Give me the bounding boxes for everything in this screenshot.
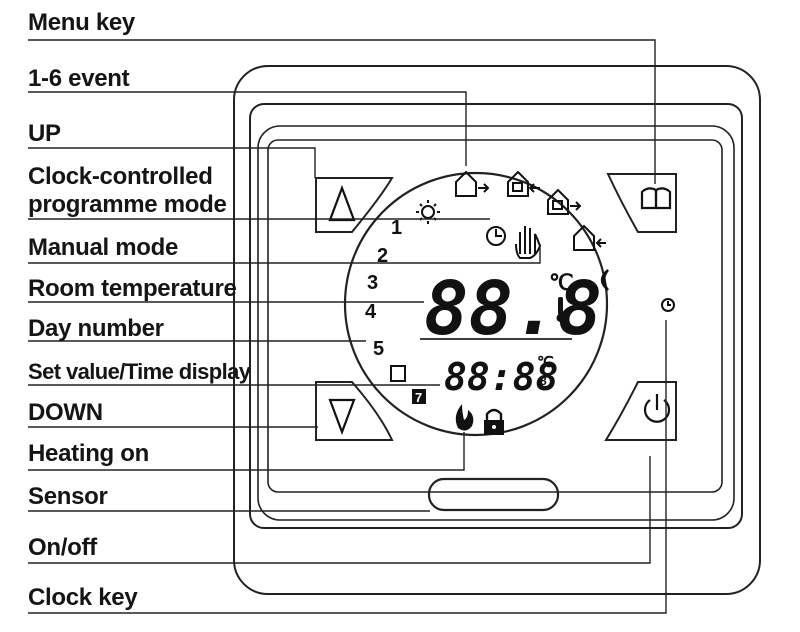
day-number-1: 1 (391, 217, 402, 239)
thermometer-icon (556, 297, 565, 322)
down-button[interactable] (315, 381, 394, 441)
clock-key-icon (661, 298, 675, 312)
day-7-box (412, 389, 426, 404)
unit-sub-glyph: 8 (540, 374, 547, 388)
day-number-6: 6 (394, 368, 401, 383)
room-temperature-digits: 88.8 (424, 266, 602, 352)
flame-icon (455, 404, 474, 431)
power-button[interactable] (604, 381, 677, 441)
unit-celsius-main: ℃ (549, 270, 574, 295)
label-manual-mode: Manual mode (28, 234, 179, 261)
hand-icon (515, 226, 542, 259)
menu-button[interactable] (606, 173, 677, 233)
round-display (343, 171, 609, 437)
up-triangle-icon (328, 184, 356, 222)
sun-icon (416, 200, 440, 224)
clock-icon (486, 226, 506, 246)
set-value-digits: 88:88 (444, 355, 558, 399)
event-home-leave-icon (507, 170, 540, 197)
label-event: 1-6 event (28, 65, 130, 92)
day-number-5: 5 (373, 338, 384, 360)
screen-bezel (267, 139, 723, 493)
label-clock-controlled-2: programme mode (28, 191, 227, 218)
leader-lines (28, 39, 667, 614)
unit-celsius-small: ℃ (537, 354, 554, 371)
day-number-7: 7 (415, 390, 422, 405)
book-icon (640, 187, 672, 210)
down-triangle-icon (328, 398, 356, 436)
outer-housing (233, 65, 761, 595)
label-menu-key: Menu key (28, 9, 135, 36)
inner-frame (249, 103, 743, 529)
label-set-value: Set value/Time display (28, 359, 251, 384)
label-down: DOWN (28, 399, 103, 426)
label-up: UP (28, 120, 61, 147)
label-clock-key: Clock key (28, 584, 138, 611)
label-heating-on: Heating on (28, 440, 149, 467)
day-number-2: 2 (377, 245, 388, 267)
event-home-arrive-icon (455, 170, 490, 197)
up-button[interactable] (315, 177, 394, 233)
label-sensor: Sensor (28, 483, 108, 510)
day-number-4: 4 (365, 301, 377, 323)
day-6-box (390, 365, 406, 382)
label-room-temperature: Room temperature (28, 275, 237, 302)
label-clock-controlled-1: Clock-controlled (28, 163, 213, 190)
moon-icon (600, 269, 609, 291)
power-icon (643, 394, 671, 423)
sensor-slot (427, 477, 560, 512)
lock-icon (484, 408, 504, 435)
event-home-return-icon (547, 188, 582, 215)
day-number-3: 3 (367, 272, 378, 294)
label-on-off: On/off (28, 534, 97, 561)
event-home-away-icon (573, 224, 606, 251)
face-plate (257, 125, 735, 521)
label-day-number: Day number (28, 315, 164, 342)
